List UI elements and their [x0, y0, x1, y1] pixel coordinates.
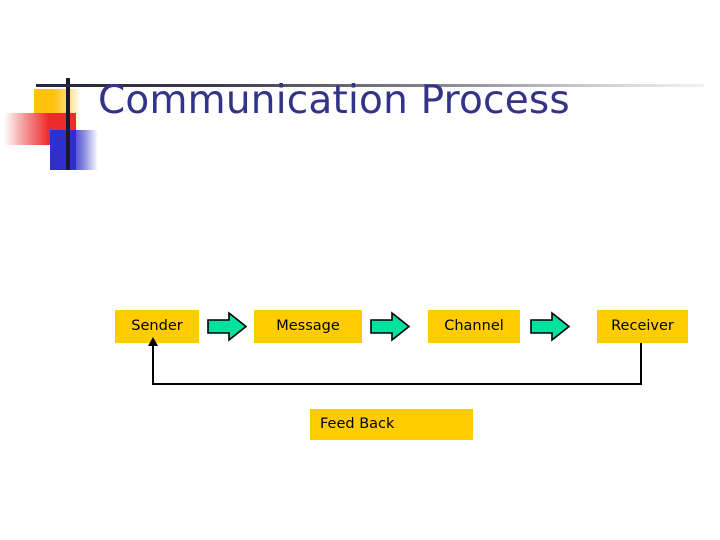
node-message-label: Message: [276, 318, 340, 335]
arrow-channel-receiver: [530, 311, 570, 342]
blue-square-solid-icon: [50, 130, 76, 170]
node-message: Message: [254, 310, 362, 343]
node-channel-label: Channel: [444, 318, 504, 335]
feedback-connector-bottom-segment: [152, 383, 642, 385]
feedback-connector-left-segment: [152, 345, 154, 385]
page-title: Communication Process: [98, 78, 570, 123]
node-feedback-label: Feed Back: [320, 416, 395, 433]
node-channel: Channel: [428, 310, 520, 343]
corner-motif: [0, 60, 130, 170]
arrow-message-channel: [370, 311, 410, 342]
node-receiver: Receiver: [597, 310, 688, 343]
title-underline-rule: [36, 84, 704, 87]
node-feedback: Feed Back: [310, 409, 473, 440]
feedback-connector-arrowhead-icon: [148, 337, 158, 346]
feedback-connector-right-segment: [640, 343, 642, 385]
arrow-sender-message: [207, 311, 247, 342]
node-sender-label: Sender: [131, 318, 183, 335]
vertical-rule: [66, 78, 70, 170]
node-receiver-label: Receiver: [611, 318, 674, 335]
